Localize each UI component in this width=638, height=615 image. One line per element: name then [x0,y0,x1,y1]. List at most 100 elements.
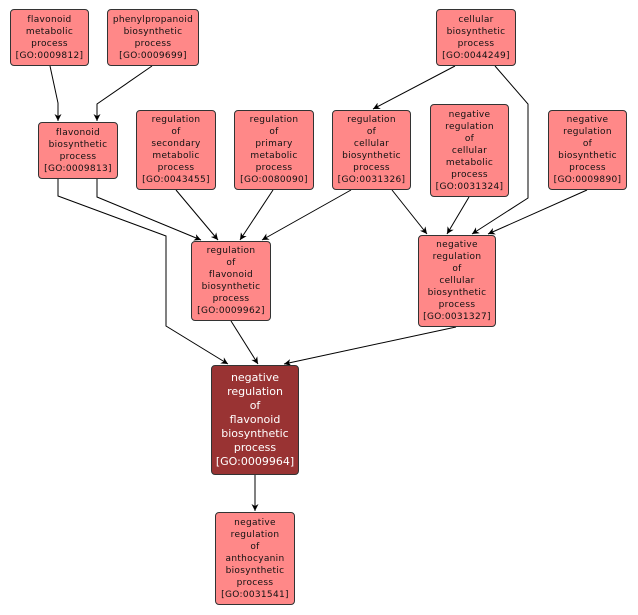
go-term-label-line: regulation [151,115,201,125]
go-term-id: [GO:0009813] [44,163,112,174]
go-term-label-line: negative [436,240,478,250]
go-term-label-line: of [464,133,475,144]
go-term-node[interactable]: regulation of flavonoid biosynthetic process… [191,241,271,321]
go-term-id: [GO:0031324] [435,181,504,192]
go-term-label-line: negative [234,517,276,528]
go-term-label-line: biosynthetic [342,151,401,161]
go-term-label-line: process [233,441,277,454]
edge-GO0044249-to-GO0031326 [372,65,456,110]
go-term-label-line: of [452,264,462,274]
go-term-id: [GO:0044249] [442,50,510,61]
go-term-label-line: cellular [451,145,488,156]
go-term-label-line: of [226,258,236,268]
go-term-id: [GO:0009962] [197,306,265,316]
go-term-id: [GO:0031327] [423,312,491,322]
go-term-label-line: cellular [458,14,494,25]
go-term-label-line: flavonoid [229,413,281,426]
go-term-label-line: regulation [347,115,396,125]
go-term-id: [GO:0031541] [221,589,289,600]
edge-GO0080090-to-GO0009962 [239,189,274,241]
go-term-label-line: biosynthetic [558,151,617,161]
go-term-node[interactable]: regulation of primary metabolic process [GO:0… [234,110,314,190]
edge-GO0031326-to-GO0009962 [261,189,352,241]
go-term-label-line: regulation [563,127,612,137]
go-term-label-line: of [250,541,260,552]
go-term-label-line: of [582,139,593,149]
go-term-label-line: metabolic [250,151,298,161]
go-term-id: [GO:0031326] [337,175,406,185]
go-term-label-line: process [569,163,606,173]
go-term-label-line: of [366,127,377,137]
go-term-label-line: secondary [151,139,201,149]
go-term-label-line: of [269,127,279,137]
go-term-label-line: metabolic [152,151,200,161]
go-term-id: [GO:0009890] [553,175,622,185]
go-term-label-line: process [451,169,488,180]
go-term-node[interactable]: regulation of cellular biosynthetic process [… [332,110,411,190]
edge-GO0009890-to-GO0031327 [487,189,588,235]
go-term-label-line: regulation [432,252,482,262]
edge-GO0009813-to-GO0009964 [57,179,229,365]
go-term-label-line: primary [255,139,293,149]
go-term-label-line: regulation [249,115,299,125]
go-term-label-line: process [212,294,250,304]
edge-GO0009962-to-GO0009964 [230,320,259,365]
edge-GO0009813-to-GO0009962 [96,179,202,241]
edge-GO0031327-to-GO0009964 [283,326,457,366]
edge-GO0031324-to-GO0031327 [446,196,470,235]
go-term-label-line: cellular [439,276,475,286]
go-term-label-line: anthocyanin [225,553,285,564]
go-term-label-line: phenylpropanoid [112,14,194,25]
go-term-label-line: process [236,577,274,588]
go-term-label-line: process [255,163,293,173]
go-term-label-line: flavonoid [208,270,254,280]
go-term-id: [GO:0009699] [119,50,187,61]
edge-GO0044249-to-GO0031327 [471,65,529,235]
go-term-id: [GO:0009812] [15,50,84,61]
go-term-label-line: process [31,38,68,49]
go-term-id: [GO:0009964] [215,455,295,468]
go-term-label-line: negative [566,115,609,125]
go-term-label-line: metabolic [445,157,494,168]
go-term-label-line: flavonoid [55,127,101,138]
go-term-label-line: process [157,163,195,173]
go-term-label-line: regulation [445,121,494,132]
go-term-label-line: regulation [227,385,283,398]
edge-GO0043455-to-GO0009962 [175,189,219,241]
go-term-label-line: process [59,151,97,162]
go-term-node[interactable]: negative regulation of biosynthetic process [… [548,110,627,190]
go-term-node[interactable]: regulation of secondary metabolic process [GO… [136,110,216,190]
go-term-label-line: cellular [353,139,390,149]
go-term-id: [GO:0080090] [240,175,308,185]
go-term-label-line: of [249,399,261,412]
go-term-id: [GO:0043455] [142,175,210,185]
go-term-label-line: process [134,38,172,49]
go-term-label-line: flavonoid [27,14,72,25]
go-term-label-line: of [171,127,181,137]
go-term-label-line: process [438,300,476,310]
go-term-label-line: biosynthetic [48,139,108,150]
go-term-label-line: regulation [206,246,256,256]
go-term-node[interactable]: negative regulation of cellular biosynthetic… [418,235,496,327]
go-term-label-line: biosynthetic [123,26,183,37]
go-term-label-line: process [353,163,390,173]
go-term-label-line: regulation [230,529,280,540]
edge-GO0009812-to-GO0009813 [49,65,62,121]
go-term-label-line: biosynthetic [446,26,506,37]
go-term-label-line: biosynthetic [427,288,487,298]
edge-GO0009699-to-GO0009813 [93,65,153,121]
go-term-label-line: metabolic [25,26,74,37]
go-term-label-line: biosynthetic [201,282,261,292]
go-term-label-line: negative [448,109,491,120]
go-term-label-line: biosynthetic [225,565,285,576]
go-term-label-line: process [457,38,495,49]
go-term-label-line: biosynthetic [221,427,289,440]
